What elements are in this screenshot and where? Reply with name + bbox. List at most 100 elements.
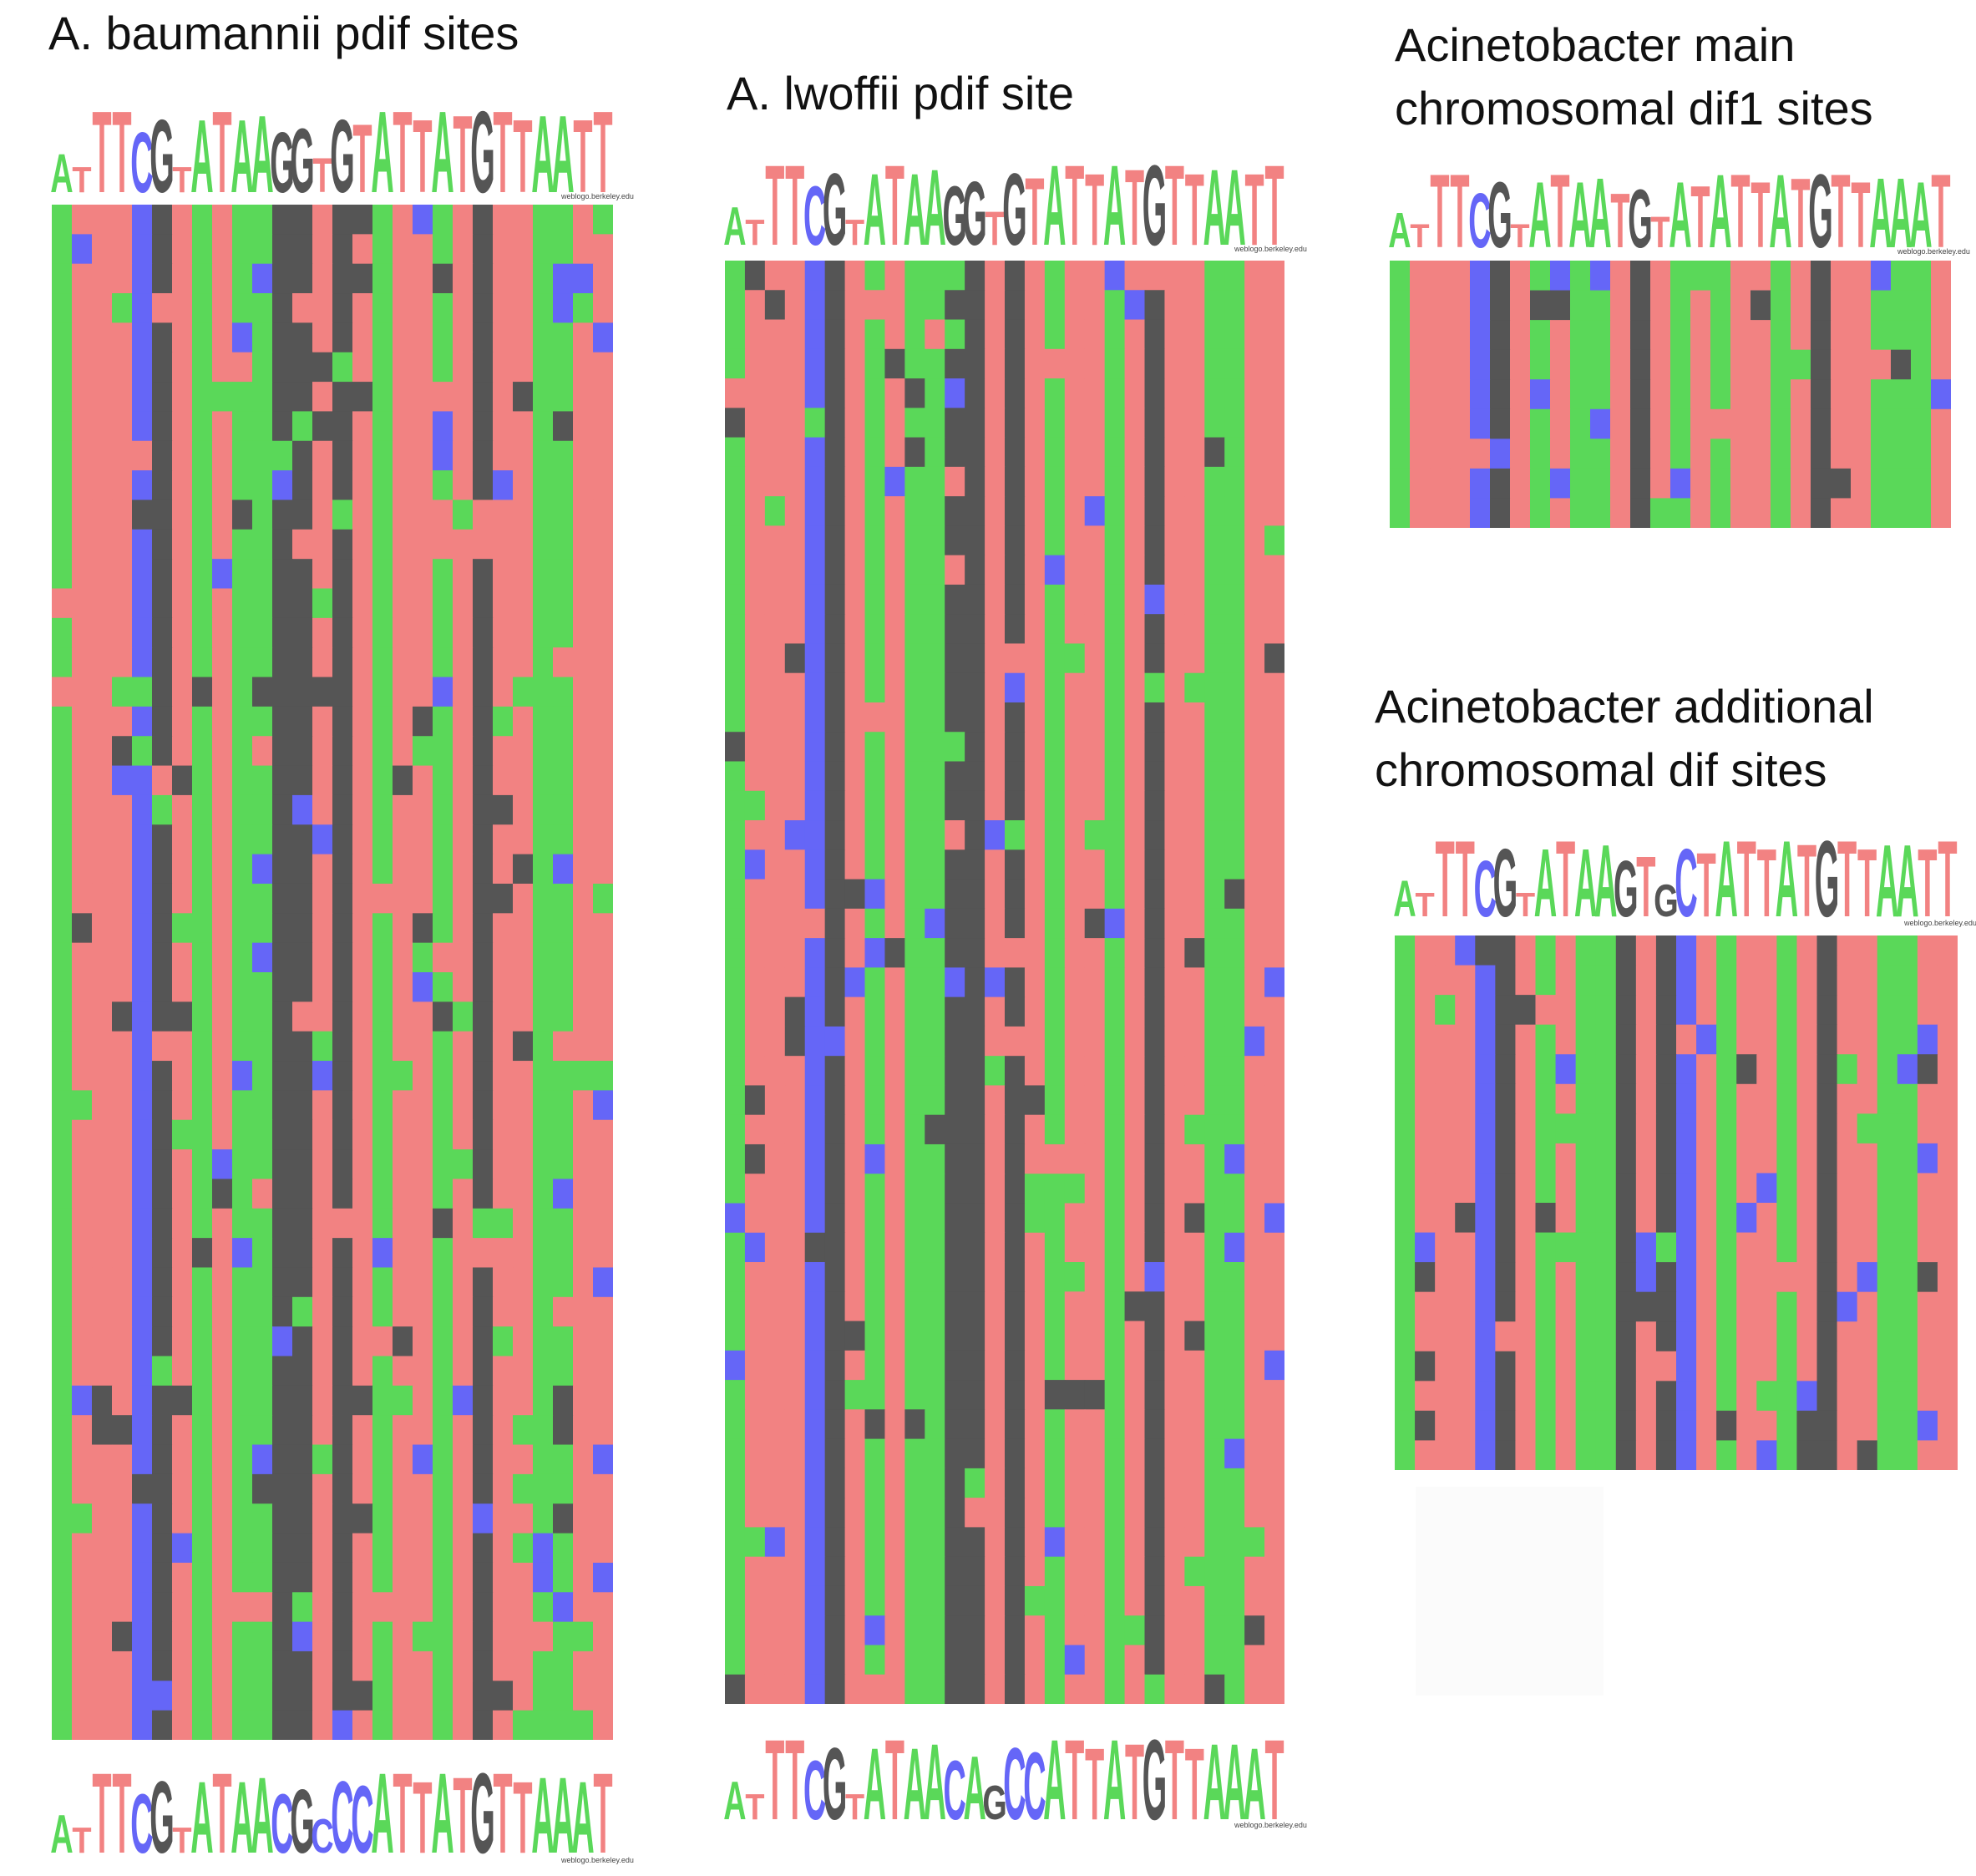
alignment-cell — [112, 1061, 133, 1091]
alignment-cell — [1084, 967, 1106, 998]
alignment-cell — [1676, 1410, 1697, 1442]
alignment-cell — [965, 525, 985, 556]
alignment-cell — [1690, 379, 1711, 410]
alignment-cell — [1510, 408, 1531, 439]
alignment-cell — [744, 1380, 766, 1410]
alignment-cell — [725, 555, 746, 586]
alignment-cell — [1044, 496, 1066, 526]
alignment-cell — [473, 1385, 494, 1416]
alignment-cell — [1244, 1085, 1265, 1116]
alignment-cell — [1650, 261, 1671, 292]
logo-letter-T: T — [312, 149, 332, 203]
alignment-cell — [272, 1681, 293, 1711]
alignment-cell — [152, 1267, 173, 1298]
alignment-cell — [904, 408, 925, 439]
alignment-cell — [1184, 1498, 1205, 1529]
alignment-cell — [1244, 879, 1265, 910]
alignment-cell — [453, 293, 474, 323]
alignment-cell — [573, 1415, 594, 1446]
alignment-cell — [1224, 290, 1245, 321]
alignment-cell — [1555, 935, 1577, 966]
alignment-cell — [453, 1001, 474, 1032]
alignment-cell — [1570, 498, 1591, 528]
alignment-cell — [1044, 1203, 1066, 1234]
alignment-cell — [92, 1681, 113, 1711]
alignment-cell — [573, 706, 594, 737]
alignment-cell — [1595, 1291, 1617, 1322]
alignment-cell — [332, 794, 353, 825]
logo-letter-G: G — [330, 99, 355, 215]
logo-letter-T: T — [1456, 819, 1475, 940]
alignment-cell — [352, 647, 373, 678]
alignment-cell — [925, 967, 945, 998]
alignment-cell — [1937, 1381, 1958, 1412]
alignment-cell — [725, 584, 746, 615]
alignment-cell — [1891, 498, 1912, 528]
alignment-cell — [272, 293, 293, 323]
alignment-cell — [453, 617, 474, 648]
alignment-cell — [132, 1326, 153, 1357]
alignment-cell — [1771, 349, 1791, 380]
alignment-cell — [1104, 1468, 1126, 1498]
alignment-cell — [513, 706, 534, 737]
alignment-cell — [1730, 408, 1751, 439]
alignment-cell — [1756, 1113, 1777, 1144]
alignment-cell — [393, 706, 413, 737]
alignment-cell — [1495, 1321, 1517, 1352]
alignment-cell — [573, 470, 594, 501]
alignment-cell — [1104, 555, 1126, 586]
alignment-cell — [1104, 967, 1126, 998]
alignment-cell — [1515, 1291, 1537, 1322]
alignment-cell — [1455, 965, 1476, 996]
alignment-cell — [433, 824, 453, 855]
alignment-cell — [513, 824, 534, 855]
alignment-cell — [1064, 1350, 1086, 1381]
alignment-cell — [393, 1621, 413, 1652]
alignment-cell — [132, 470, 153, 501]
alignment-cell — [312, 1621, 333, 1652]
alignment-cell — [1244, 1114, 1265, 1145]
logo-letter-T: T — [985, 202, 1004, 256]
alignment-cell — [533, 617, 554, 648]
alignment-cell — [92, 1385, 113, 1416]
alignment-cell — [413, 617, 433, 648]
alignment-cell — [884, 1174, 905, 1204]
alignment-cell — [1771, 320, 1791, 351]
alignment-cell — [433, 1533, 453, 1564]
alignment-cell — [945, 348, 965, 379]
alignment-cell — [1164, 1674, 1185, 1704]
alignment-cell — [824, 1527, 846, 1558]
alignment-cell — [413, 1681, 433, 1711]
alignment-cell — [884, 1438, 905, 1469]
alignment-cell — [844, 1114, 866, 1145]
alignment-cell — [493, 824, 514, 855]
alignment-cell — [212, 617, 233, 648]
alignment-cell — [1716, 965, 1737, 996]
alignment-cell — [393, 1149, 413, 1180]
alignment-cell — [1495, 1410, 1517, 1442]
logo-letter-A: A — [1224, 147, 1246, 268]
alignment-cell — [192, 1621, 213, 1652]
alignment-cell — [1891, 439, 1912, 469]
alignment-cell — [453, 1473, 474, 1504]
alignment-cell — [1455, 1232, 1476, 1263]
alignment-cell — [1064, 702, 1086, 733]
alignment-cell — [593, 1179, 613, 1209]
alignment-cell — [1224, 1262, 1245, 1292]
logo-letter-G: G — [290, 110, 315, 212]
alignment-cell — [413, 529, 433, 560]
alignment-cell — [1124, 1409, 1146, 1440]
alignment-cell — [884, 1409, 905, 1440]
alignment-cell — [1716, 1381, 1737, 1412]
alignment-cell — [1084, 496, 1106, 526]
alignment-cell — [1044, 1056, 1066, 1087]
alignment-cell — [1044, 967, 1066, 998]
alignment-cell — [192, 1533, 213, 1564]
alignment-cell — [252, 1296, 273, 1327]
alignment-cell — [1064, 790, 1086, 821]
alignment-cell — [92, 1621, 113, 1652]
alignment-cell — [52, 1562, 73, 1593]
alignment-cell — [1204, 408, 1225, 439]
alignment-cell — [573, 352, 594, 383]
alignment-cell — [884, 1674, 905, 1704]
